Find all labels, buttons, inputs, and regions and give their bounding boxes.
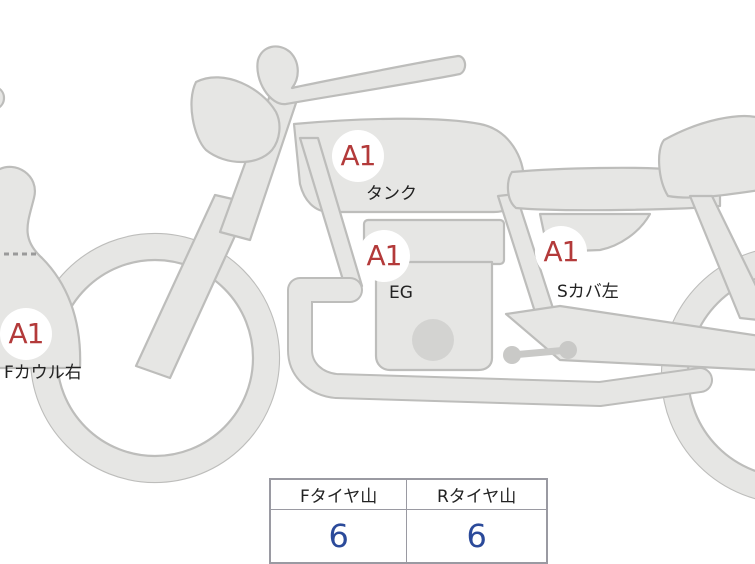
rear-tire-tread-value: 6 (406, 509, 548, 564)
engine-grade-badge: A1 (358, 230, 410, 282)
rear-tire-tread-header: Rタイヤ山 (406, 478, 548, 510)
handlebar (256, 45, 467, 106)
swingarm (504, 304, 755, 371)
front-fender-stub (0, 88, 6, 108)
tire-tread-table: Fタイヤ山 Rタイヤ山 6 6 (269, 478, 548, 564)
tank-label: タンク (366, 184, 417, 204)
headlight (190, 76, 281, 163)
tank-grade-badge: A1 (332, 130, 384, 182)
front-cowl-right-label: Fカウル右 (4, 363, 82, 383)
subframe (688, 194, 755, 321)
footpeg (503, 341, 577, 364)
engine-label: EG (389, 283, 413, 303)
tire-tread-header-row: Fタイヤ山 Rタイヤ山 (269, 478, 548, 510)
side-cover-left-grade-badge: A1 (535, 226, 587, 278)
engine (362, 218, 506, 372)
exhaust-pipe (287, 277, 713, 407)
front-tire-tread-value: 6 (269, 509, 408, 564)
front-cowl-right-grade-badge: A1 (0, 308, 52, 360)
rear-cowl (658, 115, 755, 199)
front-tire-tread-header: Fタイヤ山 (269, 478, 408, 510)
side-cover-left-label: Sカバ左 (557, 282, 619, 302)
tire-tread-value-row: 6 6 (269, 509, 548, 564)
